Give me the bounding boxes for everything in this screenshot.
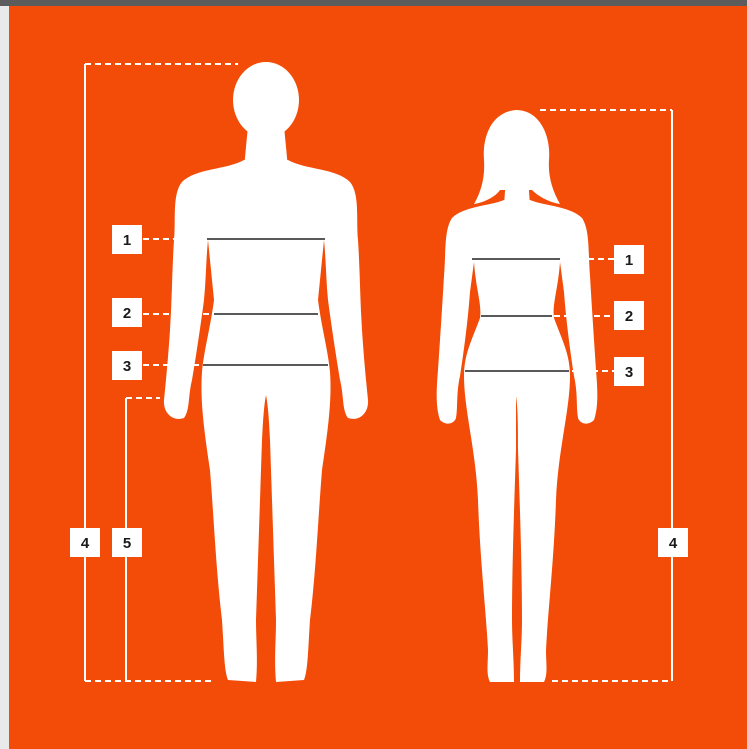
male-marker-inseam: 5 [112,528,142,557]
svg-text:1: 1 [625,252,633,269]
svg-text:4: 4 [81,535,90,552]
male-marker-chest: 1 [112,225,142,254]
male-marker-waist: 2 [112,298,142,327]
female-marker-chest: 1 [614,245,644,274]
female-marker-height: 4 [658,528,688,557]
male-marker-height: 4 [70,528,100,557]
svg-text:4: 4 [669,535,678,552]
female-marker-waist: 2 [614,301,644,330]
svg-text:3: 3 [625,364,633,381]
male-marker-hips: 3 [112,351,142,380]
svg-text:1: 1 [123,232,131,249]
female-marker-hips: 3 [614,357,644,386]
svg-text:2: 2 [123,305,131,322]
svg-text:5: 5 [123,535,131,552]
svg-text:2: 2 [625,308,633,325]
svg-text:3: 3 [123,358,131,375]
